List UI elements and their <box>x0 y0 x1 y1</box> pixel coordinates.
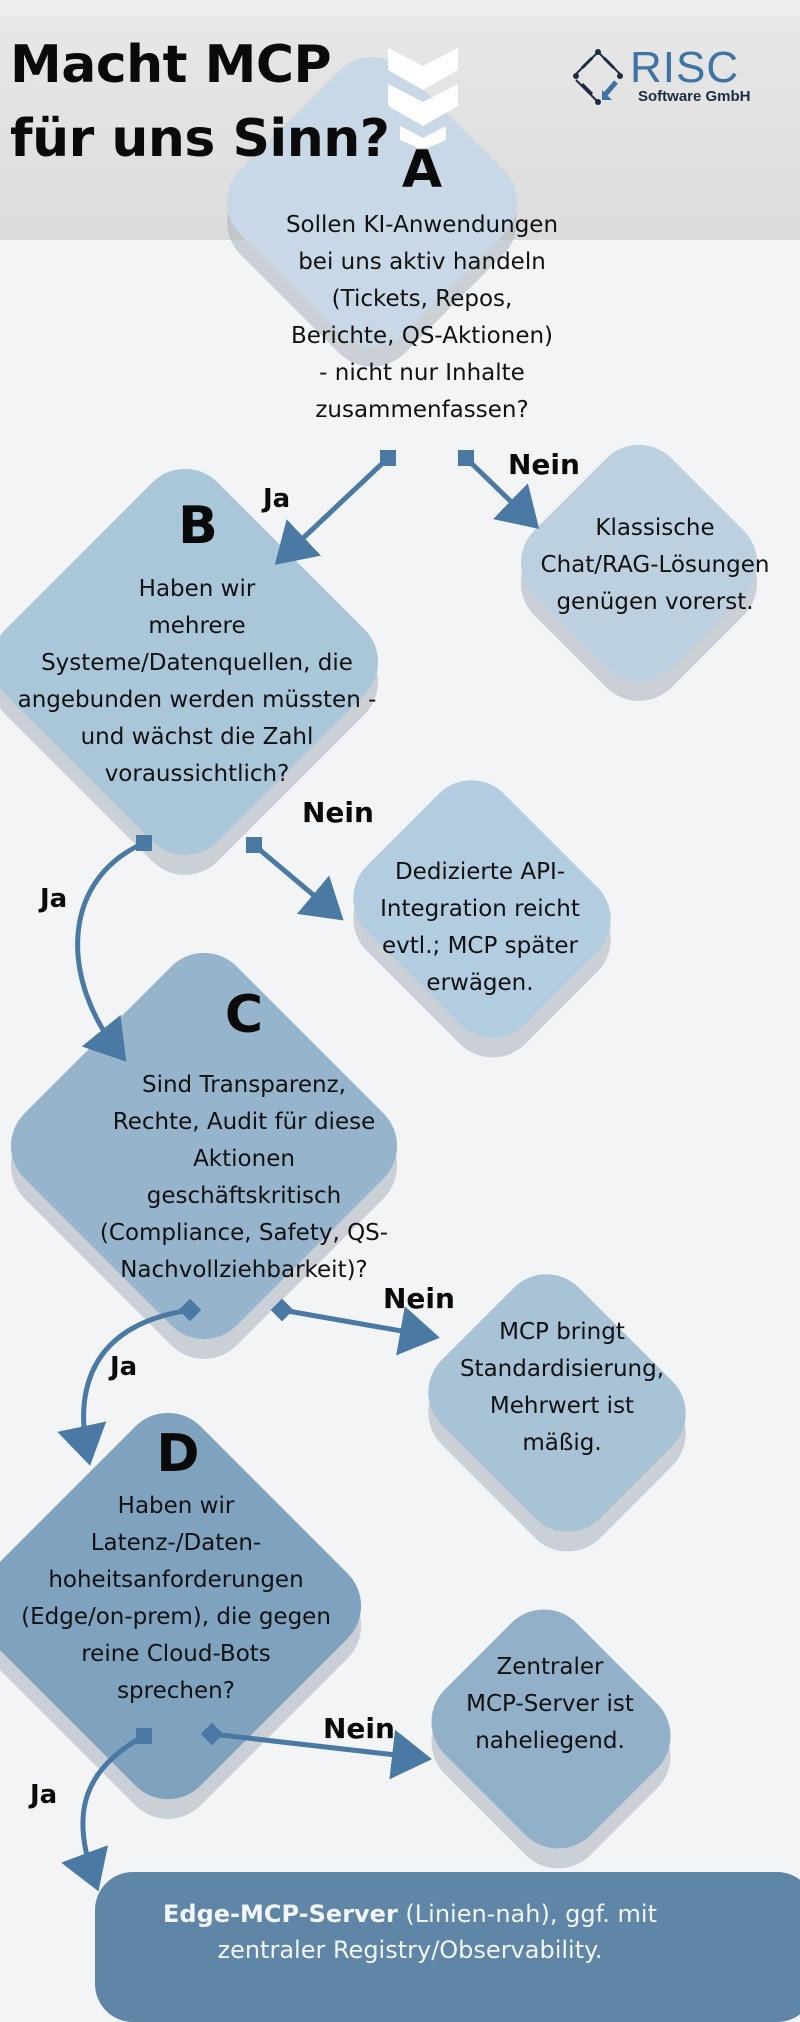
node-a-yes <box>380 450 396 466</box>
question-c-text: Sind Transparenz,Rechte, Audit für diese… <box>99 1072 389 1283</box>
label-b-no: Nein <box>302 796 374 829</box>
node-d-no <box>200 1722 224 1746</box>
label-a-yes: Ja <box>263 484 291 514</box>
logo-subtitle: Software GmbH <box>638 88 751 105</box>
title-line1: Macht MCP <box>10 35 332 95</box>
final-result-box <box>95 1872 800 2022</box>
arrow-c-yes <box>57 1307 193 1466</box>
page-title: Macht MCP für uns Sinn? <box>10 28 390 176</box>
final-rest: (Linien-nah), ggf. mit <box>397 1900 657 1928</box>
final-bold: Edge-MCP-Server <box>163 1900 398 1928</box>
title-line2: für uns Sinn? <box>10 109 390 169</box>
arrow-a-no <box>463 455 540 529</box>
logo-arrows-icon <box>573 49 623 105</box>
letter-b: B <box>178 496 218 556</box>
label-d-yes: Ja <box>30 1780 58 1810</box>
label-a-no: Nein <box>508 448 580 481</box>
arrow-b-no <box>251 842 344 921</box>
arrow-d-yes <box>61 1733 147 1892</box>
logo-name: RISC <box>630 43 740 92</box>
arrow-d-no <box>209 1729 432 1780</box>
node-c-no <box>270 1298 294 1322</box>
arrow-a-yes <box>274 455 391 565</box>
label-c-no: Nein <box>383 1282 455 1315</box>
final-result-text: Edge-MCP-Server (Linien-nah), ggf. mit z… <box>95 1896 800 1968</box>
node-a-no <box>458 450 474 466</box>
letter-c: C <box>224 985 264 1045</box>
label-d-no: Nein <box>323 1712 395 1745</box>
final-line2: zentraler Registry/Observability. <box>217 1936 603 1964</box>
arrow-b-yes <box>75 840 147 1062</box>
chevron-down-icon <box>388 48 458 148</box>
node-c-yes <box>178 1298 202 1322</box>
label-c-yes: Ja <box>110 1352 138 1382</box>
company-logo: RISC Software GmbH <box>568 42 768 112</box>
node-b-no <box>246 837 262 853</box>
letter-a: A <box>401 140 443 200</box>
letter-d: D <box>156 1424 200 1484</box>
node-b-yes <box>136 835 152 851</box>
label-b-yes: Ja <box>40 884 68 914</box>
arrow-c-no <box>279 1306 440 1356</box>
top-strip <box>0 0 800 16</box>
node-d-yes <box>136 1728 152 1744</box>
